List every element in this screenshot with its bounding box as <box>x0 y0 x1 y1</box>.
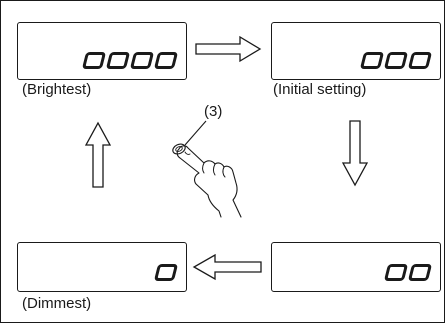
caption-brightest: (Brightest) <box>22 81 92 98</box>
display-panel-initial <box>271 22 441 80</box>
callout-label: (3) <box>204 103 223 120</box>
caption-initial-setting: (Initial setting) <box>273 81 367 98</box>
caption-dimmest: (Dimmest) <box>22 295 92 312</box>
arrow-down-icon <box>341 120 369 187</box>
display-panel-dim <box>271 242 441 292</box>
display-panel-brightest <box>17 22 187 80</box>
arrow-left-icon <box>192 253 262 281</box>
arrow-right-icon <box>195 35 262 63</box>
arrow-up-icon <box>84 121 112 188</box>
display-panel-dimmest <box>17 242 187 292</box>
pointing-hand-icon <box>176 145 242 218</box>
